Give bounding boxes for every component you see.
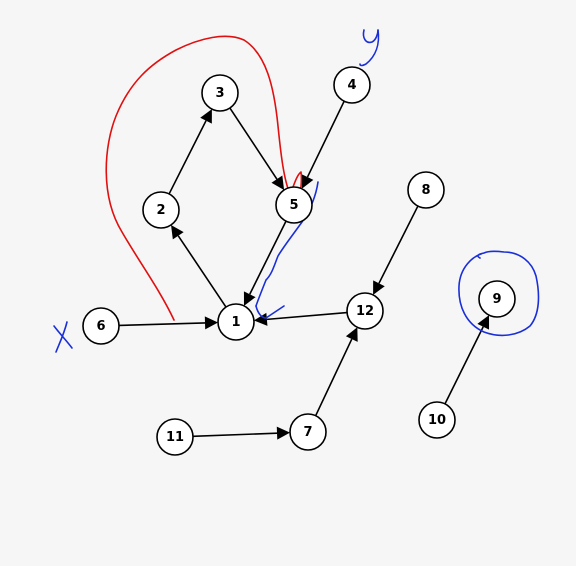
node-6: 6 (82, 307, 120, 345)
arrowhead (253, 312, 268, 326)
edge-1-to-2 (171, 224, 227, 308)
blue-x-mark (53, 325, 73, 349)
node-label: 2 (156, 203, 165, 218)
node-circle (275, 186, 313, 224)
node-label: 12 (356, 304, 374, 319)
edge-3-to-5 (229, 107, 285, 190)
edge-8-to-12 (373, 205, 419, 295)
node-circle (333, 66, 371, 104)
node-label: 7 (303, 425, 312, 440)
node-label: 1 (231, 315, 240, 330)
node-label: 8 (421, 183, 430, 198)
arrowhead (373, 280, 385, 295)
arrowhead (276, 426, 291, 440)
node-circle (478, 280, 516, 318)
node-circle (407, 171, 445, 209)
edge-5-to-1 (243, 220, 287, 306)
node-circle (156, 418, 194, 456)
node-12: 12 (346, 292, 384, 330)
edge-line (378, 205, 419, 284)
edge-line (192, 432, 278, 438)
edge-line (444, 326, 484, 405)
arrowhead (200, 109, 212, 124)
node-circle (289, 413, 327, 451)
node-4: 4 (333, 66, 371, 104)
edge-line (306, 100, 345, 178)
edge-line (229, 107, 278, 180)
arrowhead (301, 174, 314, 189)
node-11: 11 (156, 418, 194, 456)
arrowhead (345, 327, 358, 342)
node-2: 2 (142, 191, 180, 229)
node-label: 9 (492, 292, 501, 307)
node-label: 11 (166, 430, 184, 445)
arrowhead (271, 175, 285, 190)
node-10: 10 (418, 401, 456, 439)
node-circle (201, 74, 239, 112)
edge-line (314, 338, 353, 417)
edges-layer (118, 100, 490, 440)
node-circle (418, 401, 456, 439)
node-circle (346, 292, 384, 330)
red-loop-stroke (105, 35, 303, 321)
arrowhead (477, 315, 490, 330)
node-8: 8 (407, 171, 445, 209)
blue-y-mark (359, 29, 380, 67)
node-3: 3 (201, 74, 239, 112)
node-1: 1 (217, 303, 255, 341)
node-label: 4 (347, 78, 356, 93)
edge-2-to-3 (168, 109, 212, 195)
edge-10-to-9 (444, 315, 490, 405)
node-label: 10 (428, 413, 446, 428)
node-circle (142, 191, 180, 229)
edge-4-to-5 (301, 100, 345, 189)
edge-line (168, 120, 207, 195)
arrowhead (171, 224, 184, 240)
node-circle (82, 307, 120, 345)
blue-v-mark (255, 305, 285, 319)
edge-line (266, 311, 348, 321)
edge-6-to-1 (118, 316, 219, 330)
arrowhead (204, 316, 219, 330)
node-label: 5 (289, 198, 298, 213)
blue-circle-around-9 (458, 250, 540, 337)
edge-7-to-12 (314, 327, 358, 417)
edge-11-to-7 (192, 426, 291, 440)
blue-y-mark (362, 29, 379, 44)
node-9: 9 (478, 280, 516, 318)
node-5: 5 (275, 186, 313, 224)
node-label: 6 (96, 319, 105, 334)
edge-line (249, 220, 287, 295)
edge-12-to-1 (253, 311, 348, 326)
edge-line (177, 235, 227, 308)
arrowhead (243, 291, 256, 306)
node-label: 3 (215, 86, 224, 101)
edge-line (118, 322, 206, 327)
node-7: 7 (289, 413, 327, 451)
blue-x-mark (55, 321, 68, 353)
node-circle (217, 303, 255, 341)
